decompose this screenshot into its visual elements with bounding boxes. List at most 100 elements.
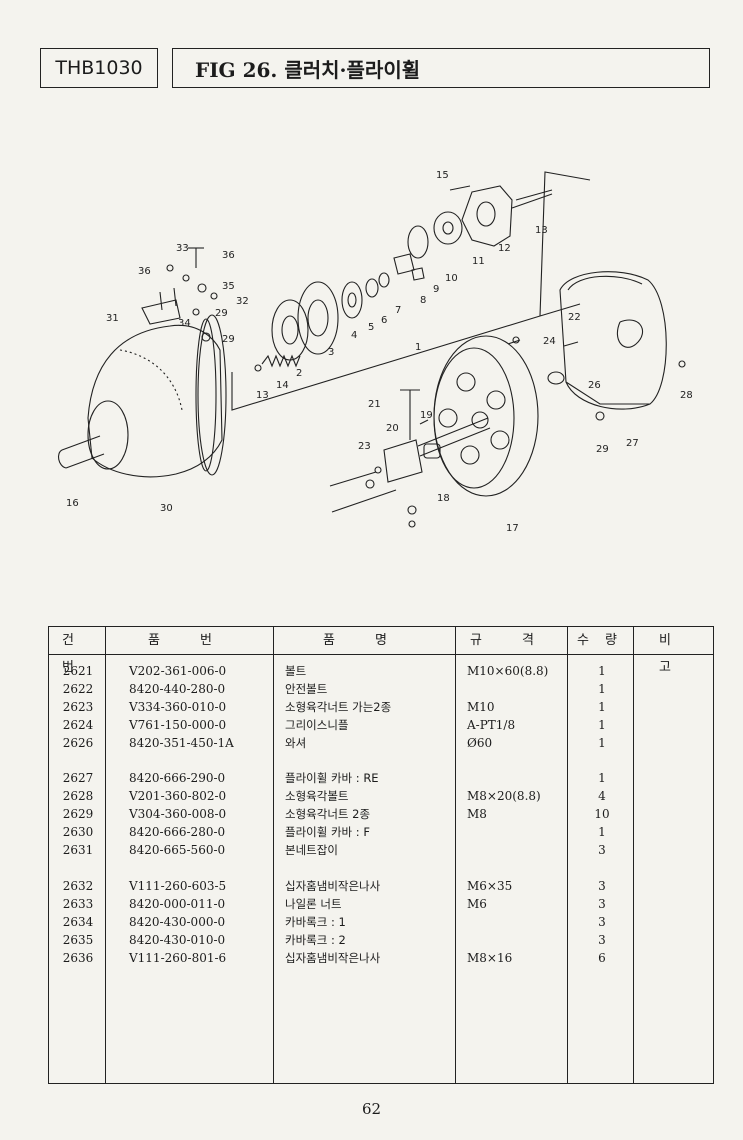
callout-1: 1 xyxy=(415,342,421,353)
item-no: 2634 xyxy=(62,915,94,929)
callout-33: 33 xyxy=(176,243,189,254)
part-number: 8420-351-450-1A xyxy=(129,736,234,750)
callout-30: 30 xyxy=(160,503,173,514)
part-qty: 1 xyxy=(598,771,606,785)
clutch-housing xyxy=(87,324,223,478)
hub xyxy=(393,253,415,275)
callout-12: 12 xyxy=(498,243,511,254)
part-name: 카바록크 : 1 xyxy=(285,915,346,929)
part-number: 8420-430-000-0 xyxy=(129,915,226,929)
part-number: V111-260-801-6 xyxy=(129,951,227,965)
callout-23: 23 xyxy=(358,441,371,452)
callout-13a: 13 xyxy=(535,225,548,236)
part-qty: 3 xyxy=(598,897,606,911)
part-qty: 10 xyxy=(594,807,610,821)
table-row: 2628 V201-360-802-0 소형육각볼트 M8×20(8.8) 4 xyxy=(49,788,713,805)
callout-14: 14 xyxy=(276,380,289,391)
part-number: 8420-440-280-0 xyxy=(129,682,226,696)
part-spec: M10×60(8.8) xyxy=(467,664,549,678)
part-name: 십자홈냄비작은나사 xyxy=(285,879,381,893)
figure-title: FIG 26. 클러치·플라이휠 xyxy=(195,57,421,82)
part-number: 8420-430-010-0 xyxy=(129,933,226,947)
drive-flange xyxy=(461,185,513,247)
callout-11: 11 xyxy=(472,256,485,267)
part-name: 볼트 xyxy=(285,664,307,678)
table-row: 2626 8420-351-450-1A 와셔 Ø60 1 xyxy=(49,735,713,752)
callout-9: 9 xyxy=(433,284,439,295)
input-shaft xyxy=(57,435,105,469)
part-spec: M6×35 xyxy=(467,879,513,893)
parts-table: 건 번 품 번 품 명 규 격 수 량 비 고 2621 V202-361-00… xyxy=(48,626,714,1084)
part-number: V201-360-802-0 xyxy=(129,789,227,803)
table-row: 2622 8420-440-280-0 안전볼트 1 xyxy=(49,681,713,698)
column-divider xyxy=(455,627,456,1083)
callout-17: 17 xyxy=(506,523,519,534)
callout-labels: 1 2 3 4 5 6 7 8 9 10 11 12 13 13 14 15 1… xyxy=(66,170,693,534)
part-spec: M8×16 xyxy=(467,951,513,965)
callout-20: 20 xyxy=(386,423,399,434)
callout-8: 8 xyxy=(420,295,426,306)
item-no: 2624 xyxy=(62,718,94,732)
table-row: 2632 V111-260-603-5 십자홈냄비작은나사 M6×35 3 xyxy=(49,878,713,895)
item-no: 2628 xyxy=(62,789,94,803)
clutch-disc xyxy=(297,281,339,355)
part-qty: 3 xyxy=(598,915,606,929)
callout-28: 28 xyxy=(680,390,693,401)
callout-29c: 29 xyxy=(215,308,228,319)
column-divider xyxy=(633,627,634,1083)
column-divider xyxy=(273,627,274,1083)
item-no: 2635 xyxy=(62,933,94,947)
part-name: 나일론 너트 xyxy=(285,897,342,911)
table-row: 2634 8420-430-000-0 카바록크 : 1 3 xyxy=(49,914,713,931)
column-divider xyxy=(567,627,568,1083)
header-part-no: 품 번 xyxy=(147,633,231,648)
part-name: 그리이스니플 xyxy=(285,718,349,732)
part-name: 카바록크 : 2 xyxy=(285,933,346,947)
part-spec: M8 xyxy=(467,807,487,821)
header-item-no: 건 번 xyxy=(62,633,92,675)
callout-2: 2 xyxy=(296,368,302,379)
part-number: V202-361-006-0 xyxy=(129,664,227,678)
table-row: 2629 V304-360-008-0 소형육각너트 2종 M8 10 xyxy=(49,806,713,823)
callout-35: 35 xyxy=(222,281,235,292)
part-number: V304-360-008-0 xyxy=(129,807,227,821)
part-name: 십자홈냄비작은나사 xyxy=(285,951,381,965)
bracket-20 xyxy=(383,439,423,483)
part-number: 8420-665-560-0 xyxy=(129,843,226,857)
part-qty: 6 xyxy=(598,951,606,965)
part-name: 안전볼트 xyxy=(285,682,328,696)
part-number: 8420-000-011-0 xyxy=(129,897,226,911)
callout-3: 3 xyxy=(328,347,334,358)
part-name: 소형육각너트 가는2종 xyxy=(285,700,392,714)
part-name: 소형육각볼트 xyxy=(285,789,349,803)
table-row: 2627 8420-666-290-0 플라이휠 카바 : RE 1 xyxy=(49,770,713,787)
part-qty: 1 xyxy=(598,736,606,750)
header-qty: 수 량 xyxy=(576,633,624,648)
item-no: 2636 xyxy=(62,951,94,965)
part-number: V334-360-010-0 xyxy=(129,700,227,714)
part-number: 8420-666-290-0 xyxy=(129,771,226,785)
callout-32: 32 xyxy=(236,296,249,307)
callout-36a: 36 xyxy=(222,250,235,261)
part-qty: 1 xyxy=(598,682,606,696)
callout-18: 18 xyxy=(437,493,450,504)
part-qty: 1 xyxy=(598,700,606,714)
part-name: 플라이휠 카바 : F xyxy=(285,825,370,839)
bracket xyxy=(141,299,181,325)
callout-10: 10 xyxy=(445,273,458,284)
callout-19: 19 xyxy=(420,410,433,421)
table-row: 2635 8420-430-010-0 카바록크 : 2 3 xyxy=(49,932,713,949)
part-name: 와셔 xyxy=(285,736,307,750)
callout-26: 26 xyxy=(588,380,601,391)
callout-31: 31 xyxy=(106,313,119,324)
callout-15: 15 xyxy=(436,170,449,181)
part-qty: 1 xyxy=(598,664,606,678)
part-qty: 3 xyxy=(598,879,606,893)
callout-13b: 13 xyxy=(256,390,269,401)
callout-24: 24 xyxy=(543,336,556,347)
callout-4: 4 xyxy=(351,330,357,341)
callout-27: 27 xyxy=(626,438,639,449)
part-spec: M10 xyxy=(467,700,495,714)
figure-title-box: FIG 26. 클러치·플라이휠 xyxy=(172,48,710,88)
item-no: 2629 xyxy=(62,807,94,821)
